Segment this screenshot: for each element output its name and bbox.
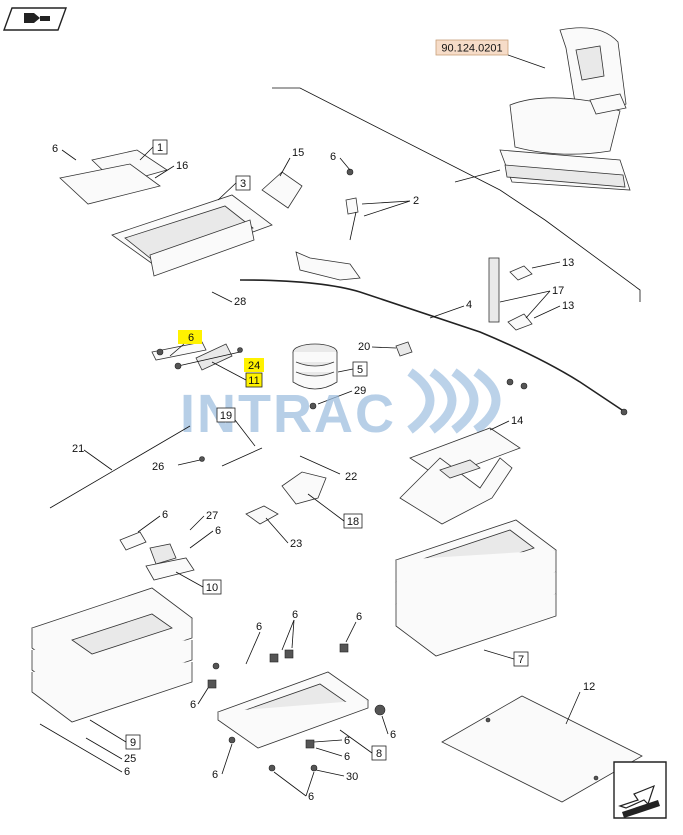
callout-6: 6	[330, 151, 336, 163]
callout-6: 6	[52, 143, 58, 155]
callout-26: 26	[152, 461, 164, 473]
callout-14: 14	[511, 415, 523, 427]
part-14-scissor-frame	[399, 427, 521, 525]
callout-28: 28	[234, 296, 246, 308]
callout-4: 4	[466, 299, 472, 311]
part-18-latch	[281, 471, 327, 505]
book-nav-icon[interactable]	[3, 7, 67, 31]
callout-23: 23	[290, 538, 302, 550]
part-20-block	[395, 341, 413, 357]
reference-code-box	[435, 39, 509, 56]
callout-19-box	[216, 407, 236, 423]
callout-13: 13	[562, 300, 574, 312]
part-21-cable	[49, 425, 191, 509]
part-9-bellows	[31, 587, 193, 723]
callout-18: 18	[347, 516, 359, 528]
part-10-valve	[119, 531, 195, 581]
callout-5: 5	[357, 364, 363, 376]
seat-assembly-drawing	[499, 27, 631, 191]
callout-12: 12	[583, 681, 595, 693]
part-12-plate	[441, 695, 643, 803]
callout-29: 29	[354, 385, 366, 397]
callout-22: 22	[345, 471, 357, 483]
callout-6-highlighted: 6	[188, 332, 194, 344]
callout-6: 6	[215, 525, 221, 537]
callout-10: 10	[206, 582, 218, 594]
callout-25: 25	[124, 753, 136, 765]
callout-1: 1	[157, 142, 163, 154]
callout-24-highlighted: 24	[248, 360, 260, 372]
callout-6: 6	[356, 611, 362, 623]
callout-6: 6	[190, 699, 196, 711]
callout-6-highlight	[178, 330, 202, 344]
callout-2: 2	[413, 195, 419, 207]
callout-6: 6	[344, 735, 350, 747]
callout-15: 15	[292, 147, 304, 159]
callout-16: 16	[176, 160, 188, 172]
callout-6: 6	[212, 769, 218, 781]
callout-6: 6	[390, 729, 396, 741]
callout-6: 6	[256, 621, 262, 633]
callout-7: 7	[518, 654, 524, 666]
part-3-frame	[111, 194, 273, 277]
callout-30: 30	[346, 771, 358, 783]
reference-code: 90.124.0201	[441, 43, 502, 55]
part-23-pad	[245, 505, 279, 525]
callout-6: 6	[162, 509, 168, 521]
callout-8: 8	[376, 748, 382, 760]
part-4-harness	[239, 251, 628, 416]
part-11-cylinder-assembly	[151, 341, 243, 371]
callout-27: 27	[206, 510, 218, 522]
watermark-chevrons	[407, 368, 501, 434]
callout-6: 6	[308, 791, 314, 803]
callout-6: 6	[292, 609, 298, 621]
part-2-switch	[345, 168, 359, 241]
callout-21: 21	[72, 443, 84, 455]
arrow-nav-icon[interactable]	[613, 761, 667, 819]
callout-6: 6	[344, 751, 350, 763]
fasteners-group	[207, 643, 386, 772]
callout-11-highlighted: 11	[248, 375, 259, 387]
callout-13: 13	[562, 257, 574, 269]
callout-6: 6	[124, 766, 130, 778]
callout-20: 20	[358, 341, 370, 353]
part-1-plate	[59, 149, 168, 205]
callout-24-highlight	[244, 358, 264, 372]
callout-9: 9	[130, 737, 136, 749]
part-15-bracket	[261, 171, 303, 209]
callout-3: 3	[240, 178, 246, 190]
part-7-bellows	[395, 519, 557, 657]
part-5-air-spring	[292, 343, 338, 410]
part-17-strap	[488, 257, 500, 323]
part-8-base-frame	[217, 671, 369, 749]
callout-17: 17	[552, 285, 564, 297]
watermark: INTRAC	[180, 384, 396, 444]
callout-19: 19	[220, 410, 232, 422]
